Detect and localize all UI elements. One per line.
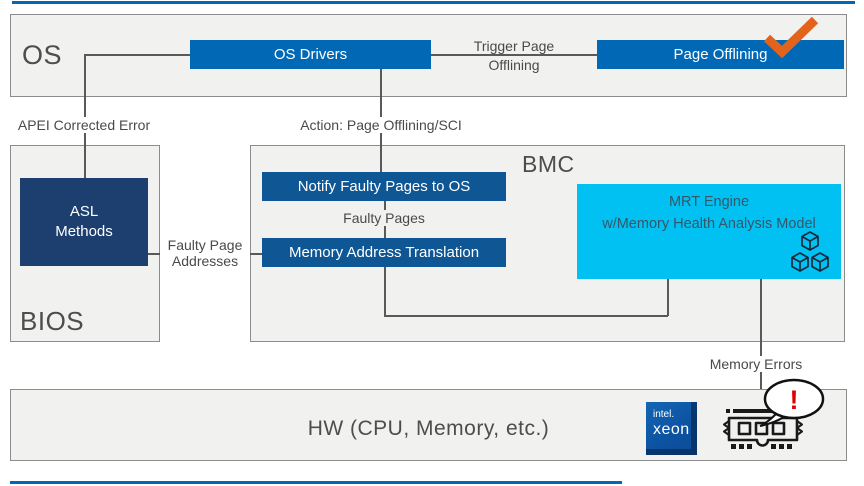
memory-errors-line bbox=[760, 279, 762, 389]
intel-logo-text: intel. bbox=[653, 409, 675, 420]
xeon-logo-text: xeon bbox=[653, 421, 690, 438]
page-offlining-box: Page Offlining bbox=[597, 40, 844, 69]
trigger-label-line2: Offlining bbox=[488, 57, 540, 73]
ram-dimm-icon bbox=[718, 402, 808, 454]
mrt-engine-subtitle: w/Memory Health Analysis Model bbox=[602, 215, 816, 232]
bmc-layer-title: BMC bbox=[522, 151, 575, 177]
hw-layer-title: HW (CPU, Memory, etc.) bbox=[307, 417, 550, 440]
trigger-line bbox=[431, 54, 597, 56]
mrt-engine-box: MRT Engine w/Memory Health Analysis Mode… bbox=[577, 184, 841, 279]
faulty-page-addr-label-line2: Addresses bbox=[160, 253, 250, 269]
os-layer-title: OS bbox=[22, 40, 63, 70]
trigger-label-line1: Trigger Page bbox=[473, 38, 555, 54]
asl-methods-box: ASL Methods bbox=[20, 178, 148, 266]
mrt-engine-title: MRT Engine bbox=[668, 194, 750, 210]
apei-line bbox=[84, 54, 86, 178]
memory-errors-label: Memory Errors bbox=[700, 356, 812, 372]
action-label: Action: Page Offlining/SCI bbox=[282, 117, 480, 133]
apei-label: APEI Corrected Error bbox=[4, 117, 164, 133]
bottom-accent-bar bbox=[10, 481, 622, 484]
memory-address-translation-box: Memory Address Translation bbox=[262, 238, 506, 267]
top-accent-bar bbox=[12, 1, 855, 4]
alert-exclamation-text: ! bbox=[790, 385, 799, 415]
checkmark-icon bbox=[760, 15, 822, 59]
mrt-up-line bbox=[667, 279, 669, 316]
cubes-stack-icon bbox=[789, 229, 831, 275]
alert-bubble-icon: ! bbox=[754, 378, 826, 428]
mat-down-line bbox=[384, 267, 386, 316]
os-drivers-box: OS Drivers bbox=[190, 40, 431, 69]
notify-faulty-pages-box: Notify Faulty Pages to OS bbox=[262, 172, 506, 201]
mat-to-mrt-line bbox=[384, 315, 668, 317]
hw-layer-panel bbox=[10, 389, 847, 461]
faulty-pages-label: Faulty Pages bbox=[324, 210, 444, 226]
faulty-page-addr-label-line1: Faulty Page bbox=[160, 237, 250, 253]
intel-xeon-badge: intel. xeon bbox=[646, 402, 697, 455]
os-to-drivers-line bbox=[84, 54, 190, 56]
bios-layer-title: BIOS bbox=[20, 306, 85, 336]
